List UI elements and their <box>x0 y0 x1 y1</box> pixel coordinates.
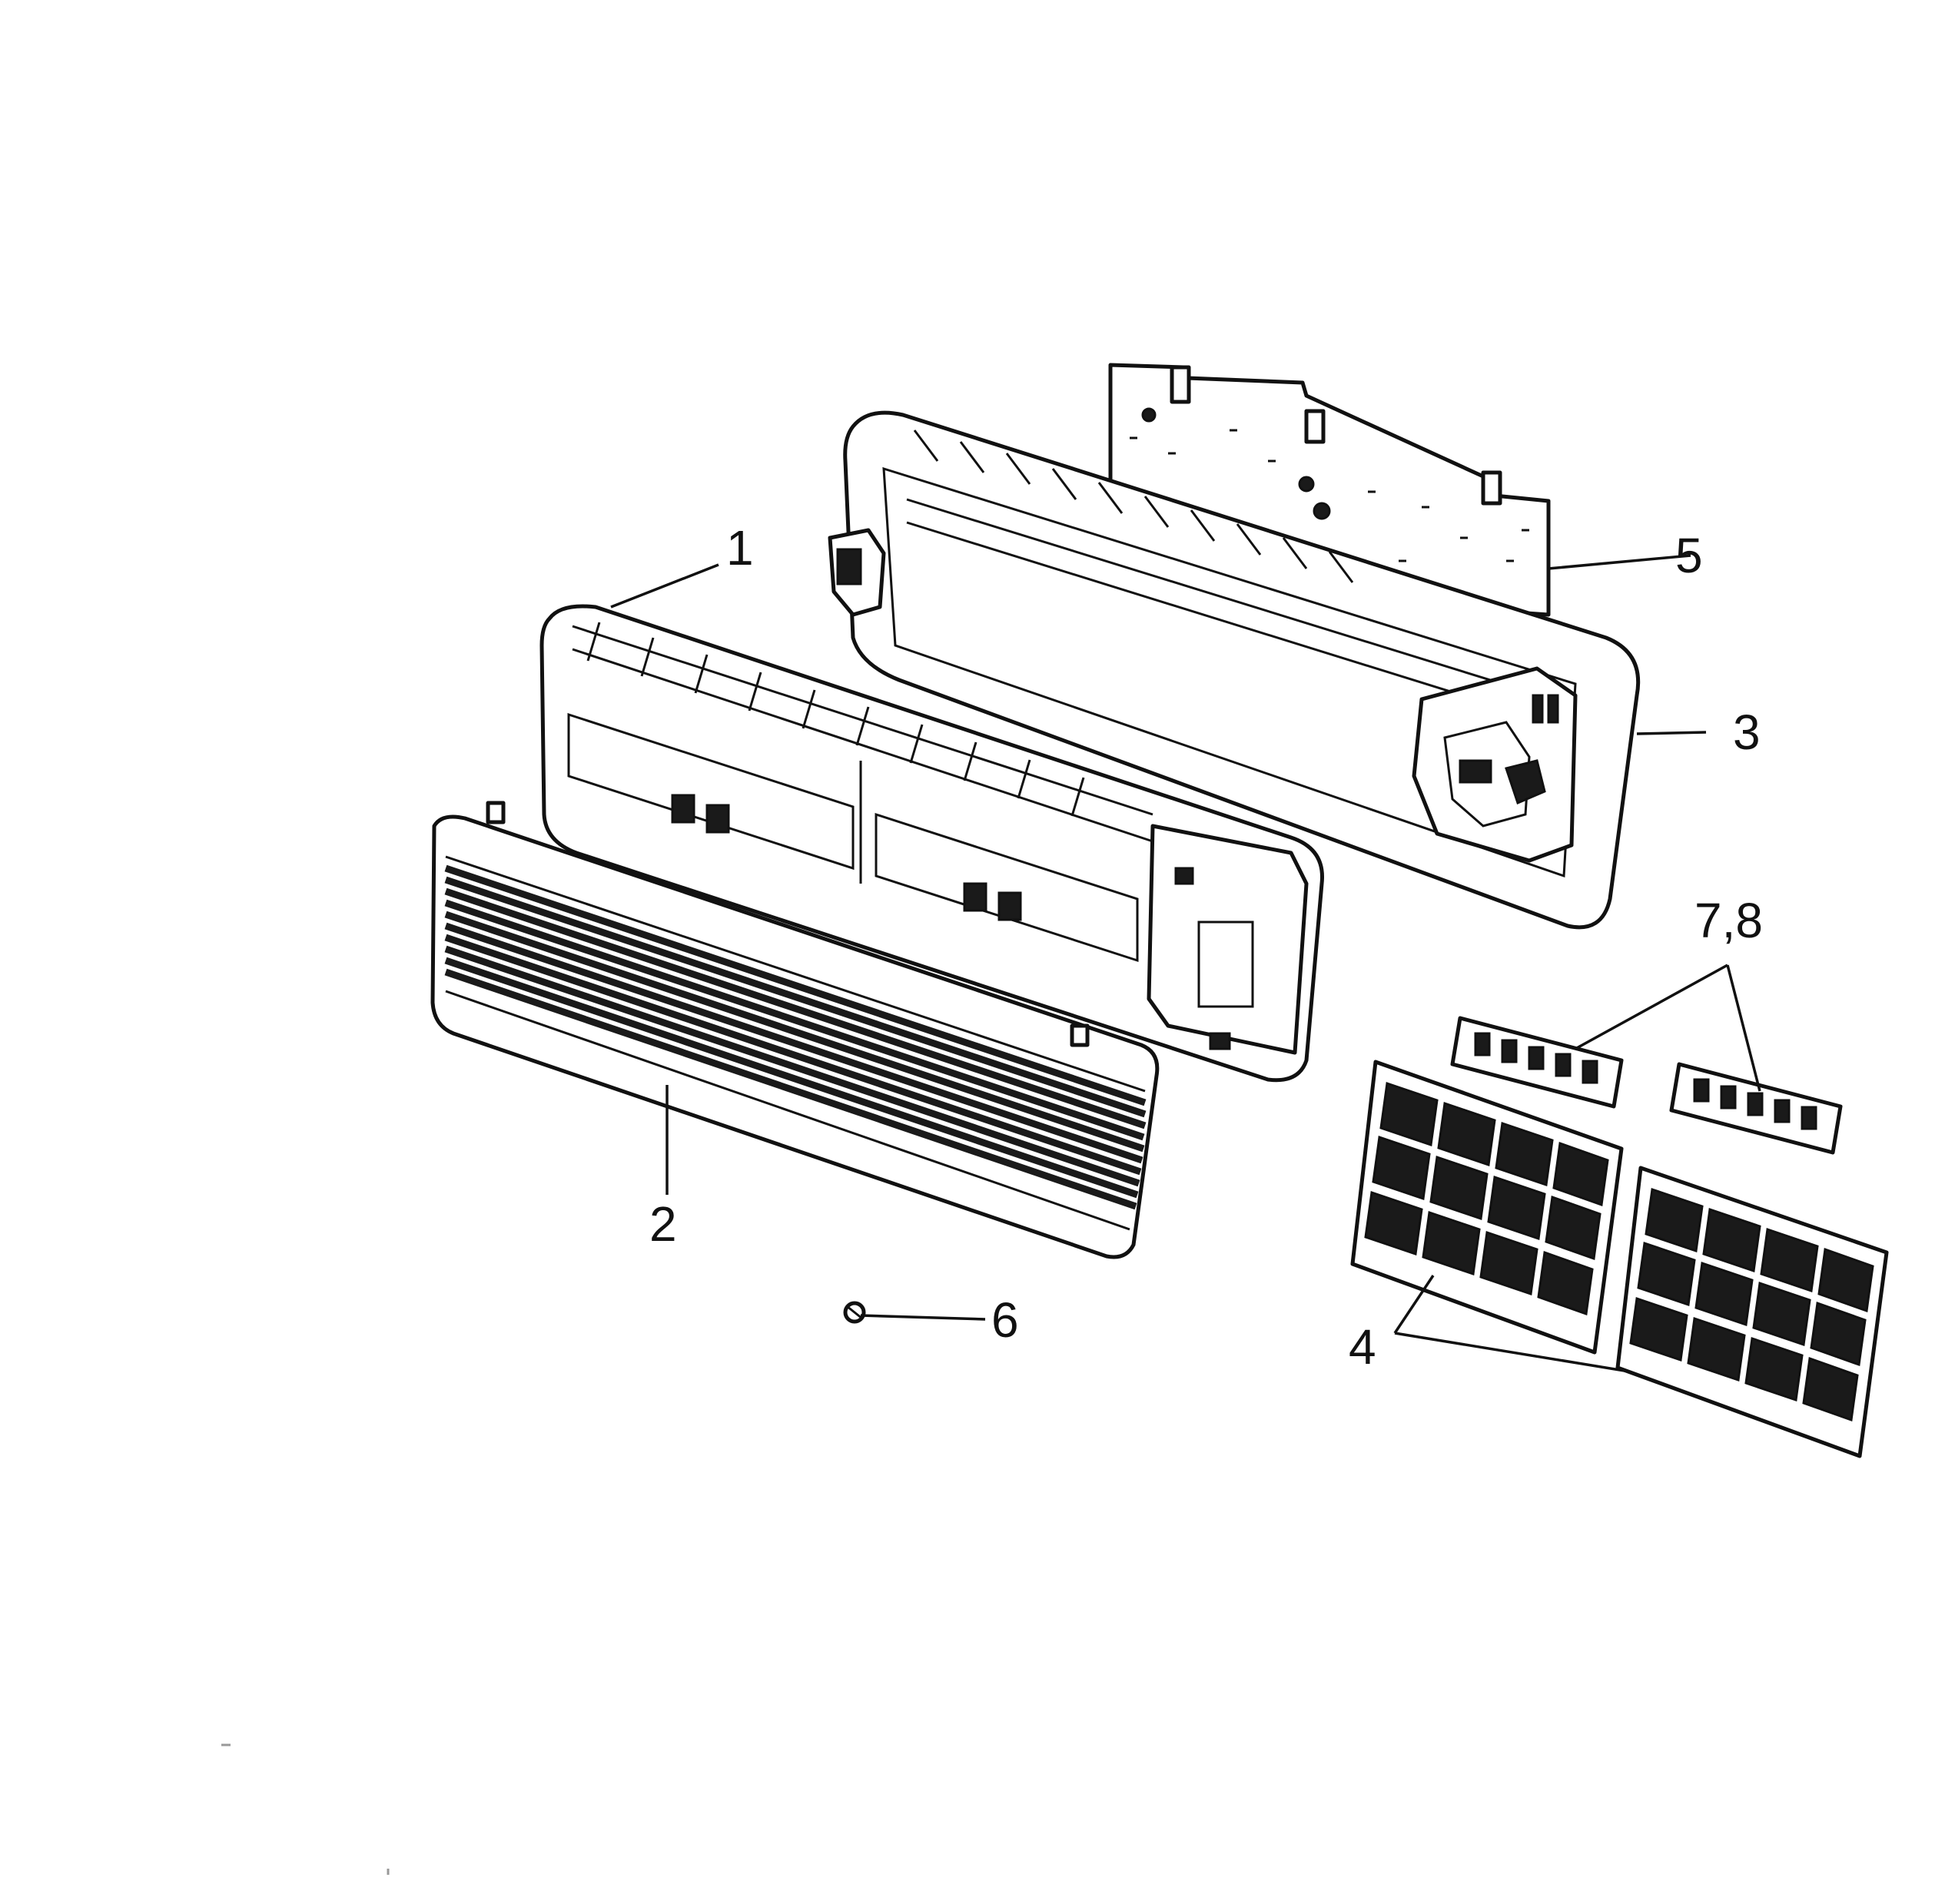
leader-3 <box>1636 731 1707 735</box>
callout-3: 3 <box>1733 705 1761 760</box>
callout-5: 5 <box>1675 528 1703 583</box>
filter-clip-lower <box>1669 1062 1843 1155</box>
rear-cabinet <box>828 410 1641 930</box>
leader-5 <box>1548 554 1691 570</box>
leader-78b <box>1726 964 1761 1092</box>
air-filters <box>1350 1060 1889 1458</box>
chassis <box>539 604 1324 1083</box>
screw-cap <box>843 1301 866 1324</box>
leader-78a <box>1575 964 1728 1050</box>
air-filter-left <box>1350 1060 1624 1355</box>
front-grille <box>430 801 1160 1259</box>
filter-clips <box>1450 1016 1843 1155</box>
air-filter-right <box>1615 1166 1889 1458</box>
callout-1: 1 <box>726 520 754 576</box>
leader-4b <box>1394 1332 1630 1373</box>
callout-7-8: 7,8 <box>1694 893 1763 948</box>
leader-4a <box>1393 1275 1435 1334</box>
filter-clip-upper <box>1450 1016 1624 1109</box>
callout-2: 2 <box>649 1196 677 1252</box>
leader-lines <box>610 554 1761 1373</box>
leader-6 <box>860 1314 986 1321</box>
leader-1 <box>610 563 719 609</box>
callout-6: 6 <box>991 1292 1019 1348</box>
callout-4: 4 <box>1349 1319 1376 1375</box>
